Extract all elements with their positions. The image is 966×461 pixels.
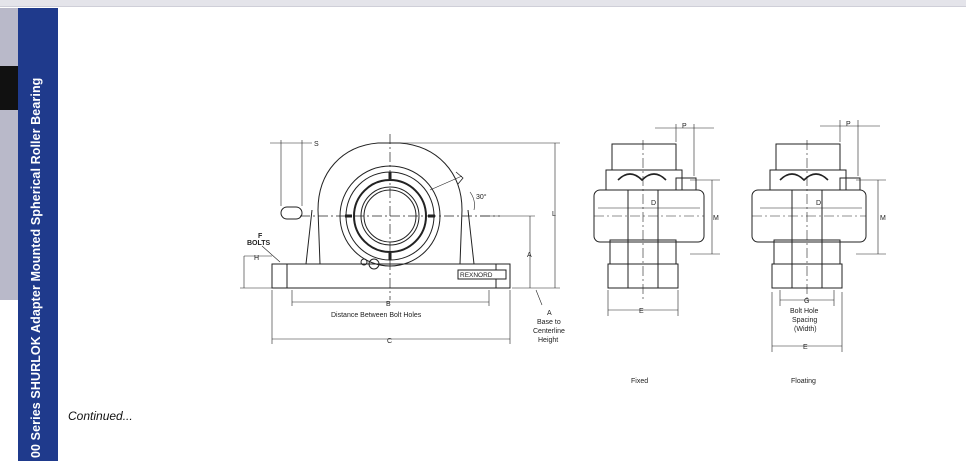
- dim-label-s: S: [314, 141, 319, 148]
- floating-side-view: [751, 120, 886, 352]
- note-spacing: Spacing: [792, 317, 817, 324]
- view-caption-fixed: Fixed: [631, 378, 648, 385]
- note-height: Height: [538, 337, 558, 344]
- dim-label-distance: Distance Between Bolt Holes: [331, 312, 422, 319]
- note-bolt-hole: Bolt Hole: [790, 308, 819, 315]
- dim-label-p-floating: P: [846, 121, 851, 128]
- view-caption-floating: Floating: [791, 378, 816, 385]
- dim-label-angle: 30°: [476, 193, 487, 201]
- dim-label-b: B: [386, 301, 391, 308]
- housing-base: [271, 263, 511, 289]
- continued-note: Continued...: [68, 409, 133, 423]
- dim-label-d-floating: D: [816, 200, 821, 207]
- dim-label-g: G: [804, 298, 809, 305]
- page-edge-marker: [0, 66, 18, 110]
- dim-label-m-floating: M: [880, 215, 886, 222]
- brand-label: REXNORD: [460, 272, 493, 279]
- dim-label-bolts: BOLTS: [247, 240, 271, 247]
- dim-label-a2: A: [547, 310, 552, 317]
- housing-body: [317, 142, 463, 265]
- dim-label-e-floating: E: [803, 344, 808, 351]
- note-base-to: Base to: [537, 319, 561, 326]
- dim-label-l: L: [552, 211, 556, 218]
- bolt-slot: [280, 206, 303, 220]
- grease-fitting: [368, 258, 380, 270]
- fixed-side-view: [593, 124, 720, 316]
- brand-plate: [457, 269, 507, 280]
- dim-label-f: F: [258, 233, 263, 240]
- dim-label-m-fixed: M: [713, 215, 719, 222]
- dim-label-e-fixed: E: [639, 308, 644, 315]
- dim-label-a: A: [527, 252, 532, 259]
- section-sidebar: [18, 8, 58, 461]
- dim-label-h: H: [254, 255, 259, 262]
- note-width: (Width): [794, 326, 817, 333]
- dim-label-d-fixed: D: [651, 200, 656, 207]
- dim-label-c: C: [387, 338, 392, 345]
- note-centerline: Centerline: [533, 328, 565, 335]
- dim-label-p-fixed: P: [682, 123, 687, 130]
- top-border: [0, 0, 966, 7]
